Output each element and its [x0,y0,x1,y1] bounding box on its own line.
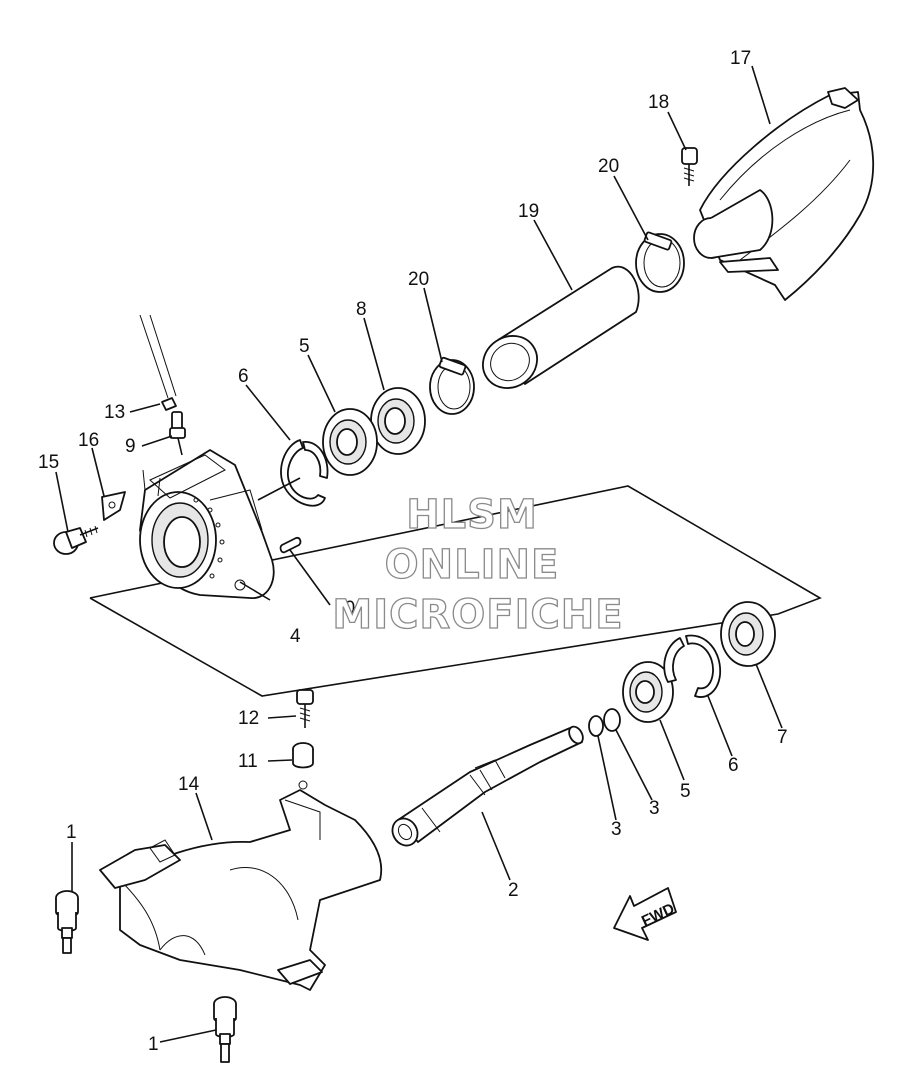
part-13-nipple[interactable] [139,314,177,411]
callout-3-right: 3 [649,798,660,819]
callout-20-lower: 20 [408,269,429,290]
part-18-bolt[interactable] [681,147,698,186]
part-20-clamp-upper[interactable] [635,231,685,293]
part-15-bolt[interactable] [53,525,99,555]
part-10-dowel-pin[interactable] [279,536,302,554]
part-3-oring-b[interactable] [603,708,621,732]
callout-15: 15 [38,452,59,473]
part-9-fitting[interactable] [169,411,186,456]
callout-7: 7 [777,727,788,748]
callout-18: 18 [648,92,669,113]
part-1-mount-upper[interactable] [55,890,79,954]
callout-1-upper: 1 [66,822,77,843]
part-5-bearing-upper[interactable] [322,408,378,476]
part-6-circlip-lower[interactable] [663,634,721,698]
callout-5-lower: 5 [680,781,691,802]
callout-8: 8 [356,299,367,320]
callout-4: 4 [290,626,301,647]
callout-14: 14 [178,774,200,795]
callout-17: 17 [730,48,751,69]
callout-6-upper: 6 [238,366,249,387]
part-14-bracket[interactable] [99,780,383,991]
watermark-line-1: HLSM [406,492,538,538]
part-7-bearing[interactable] [720,601,776,667]
part-19-hose[interactable] [473,265,640,399]
part-4-housing[interactable] [139,449,275,599]
assembly-boundary-line [89,485,822,697]
part-20-clamp-lower[interactable] [429,356,475,415]
part-12-bolt[interactable] [296,689,314,728]
part-5-bearing-lower[interactable] [622,661,674,723]
part-3-oring-a[interactable] [588,715,604,737]
callout-10: 10 [334,598,355,619]
part-11-collar[interactable] [292,742,314,769]
callout-19: 19 [518,201,539,222]
callout-3-left: 3 [611,819,622,840]
callout-11: 11 [238,751,258,772]
callout-6-lower: 6 [728,755,739,776]
part-1-mount-lower[interactable] [213,996,237,1063]
callout-5-upper: 5 [299,336,310,357]
leader-lines [55,65,783,1043]
part-8-bearing[interactable] [370,387,426,455]
callout-12: 12 [238,708,259,729]
part-17-duct[interactable] [693,87,875,301]
callout-20-upper: 20 [598,156,619,177]
callout-16: 16 [78,430,99,451]
watermark: HLSM ONLINE MICROFICHE [332,491,624,638]
part-6-circlip-upper[interactable] [280,439,329,507]
callout-1-lower: 1 [148,1034,159,1055]
forward-direction-arrow: FWD [613,887,677,941]
part-2-shaft[interactable] [388,724,586,850]
callout-2: 2 [508,880,519,901]
watermark-line-3: MICROFICHE [332,592,623,638]
callout-labels: 17 18 20 19 20 8 5 6 13 9 16 15 4 10 12 … [38,48,788,1055]
callout-9: 9 [125,436,136,457]
watermark-line-2: ONLINE [385,542,560,588]
part-16-plate[interactable] [101,491,126,521]
callout-13: 13 [104,402,125,423]
